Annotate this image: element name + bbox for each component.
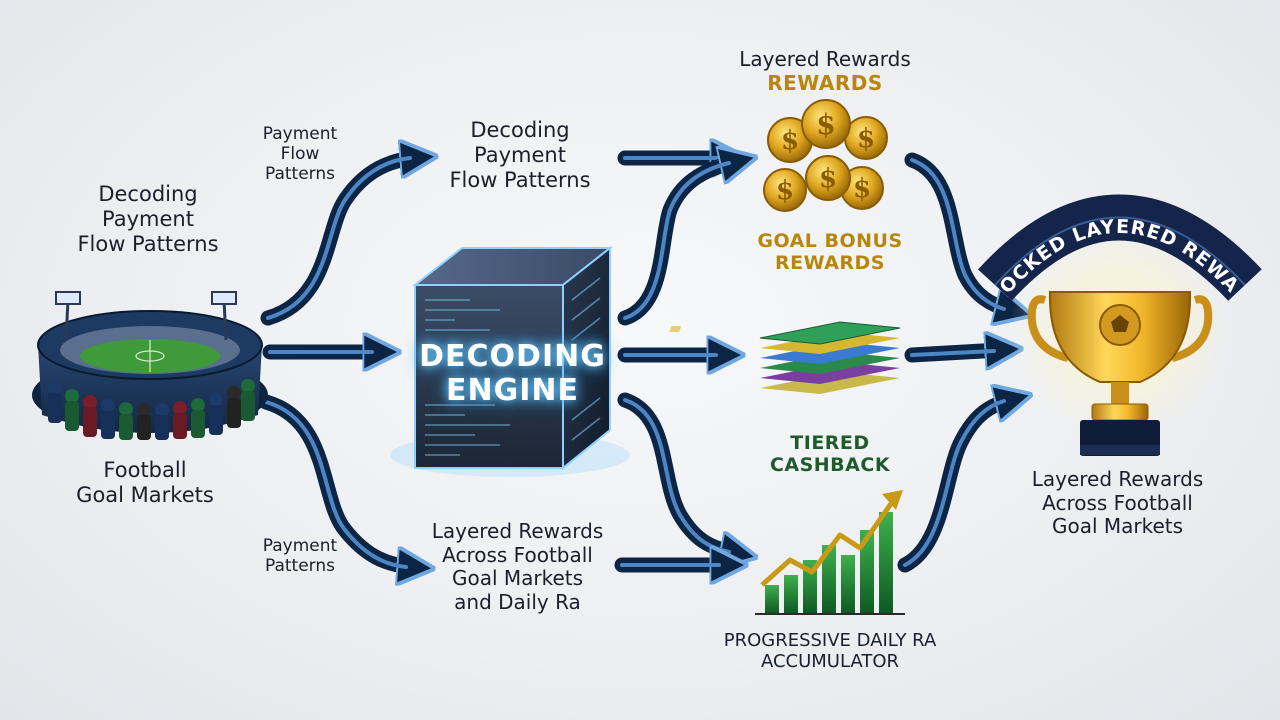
coin: $ (801, 99, 851, 149)
engine-label: DECODING ENGINE (419, 339, 606, 408)
left-bottom-label: Football Goal Markets (76, 458, 214, 507)
flow-arrows (258, 158, 1010, 573)
svg-text:$: $ (819, 164, 837, 194)
coin: $ (763, 168, 807, 212)
trophy-label: Layered Rewards Across Football Goal Mar… (1031, 467, 1204, 539)
growth-chart-icon (755, 490, 905, 615)
stadium-icon (32, 291, 268, 440)
left-top-label: Decoding Payment Flow Patterns (77, 182, 219, 256)
arrow-growth-trophy (897, 400, 1010, 573)
cashback-cards-icon (669, 321, 901, 394)
goal-bonus-label: GOAL BONUS REWARDS (757, 230, 903, 275)
svg-text:$: $ (781, 126, 799, 156)
svg-text:$: $ (776, 176, 794, 206)
progressive-label: PROGRESSIVE DAILY RA ACCUMULATOR (723, 630, 937, 673)
svg-text:$: $ (857, 124, 875, 154)
coin: $ (844, 116, 888, 160)
coin: $ (805, 155, 851, 201)
trophy-icon (1010, 220, 1230, 456)
middle-top-label: Decoding Payment Flow Patterns (449, 118, 591, 192)
decoding-engine-cube (390, 245, 630, 477)
svg-text:$: $ (816, 108, 835, 141)
arrow-engine-coins (617, 162, 735, 326)
gold-coins-icon: $ $ $ $ $ $ (763, 99, 888, 212)
arrow-engine-growth (617, 392, 735, 553)
tiered-cashback-label: TIERED CASHBACK (769, 432, 891, 477)
middle-bottom-label: Layered Rewards Across Football Goal Mar… (431, 519, 604, 614)
rewards-header: Layered Rewards REWARDS (739, 47, 911, 95)
svg-text:$: $ (853, 174, 871, 204)
lower-path-label: Payment Patterns (262, 536, 338, 577)
upper-path-label: Payment Flow Patterns (262, 124, 338, 185)
